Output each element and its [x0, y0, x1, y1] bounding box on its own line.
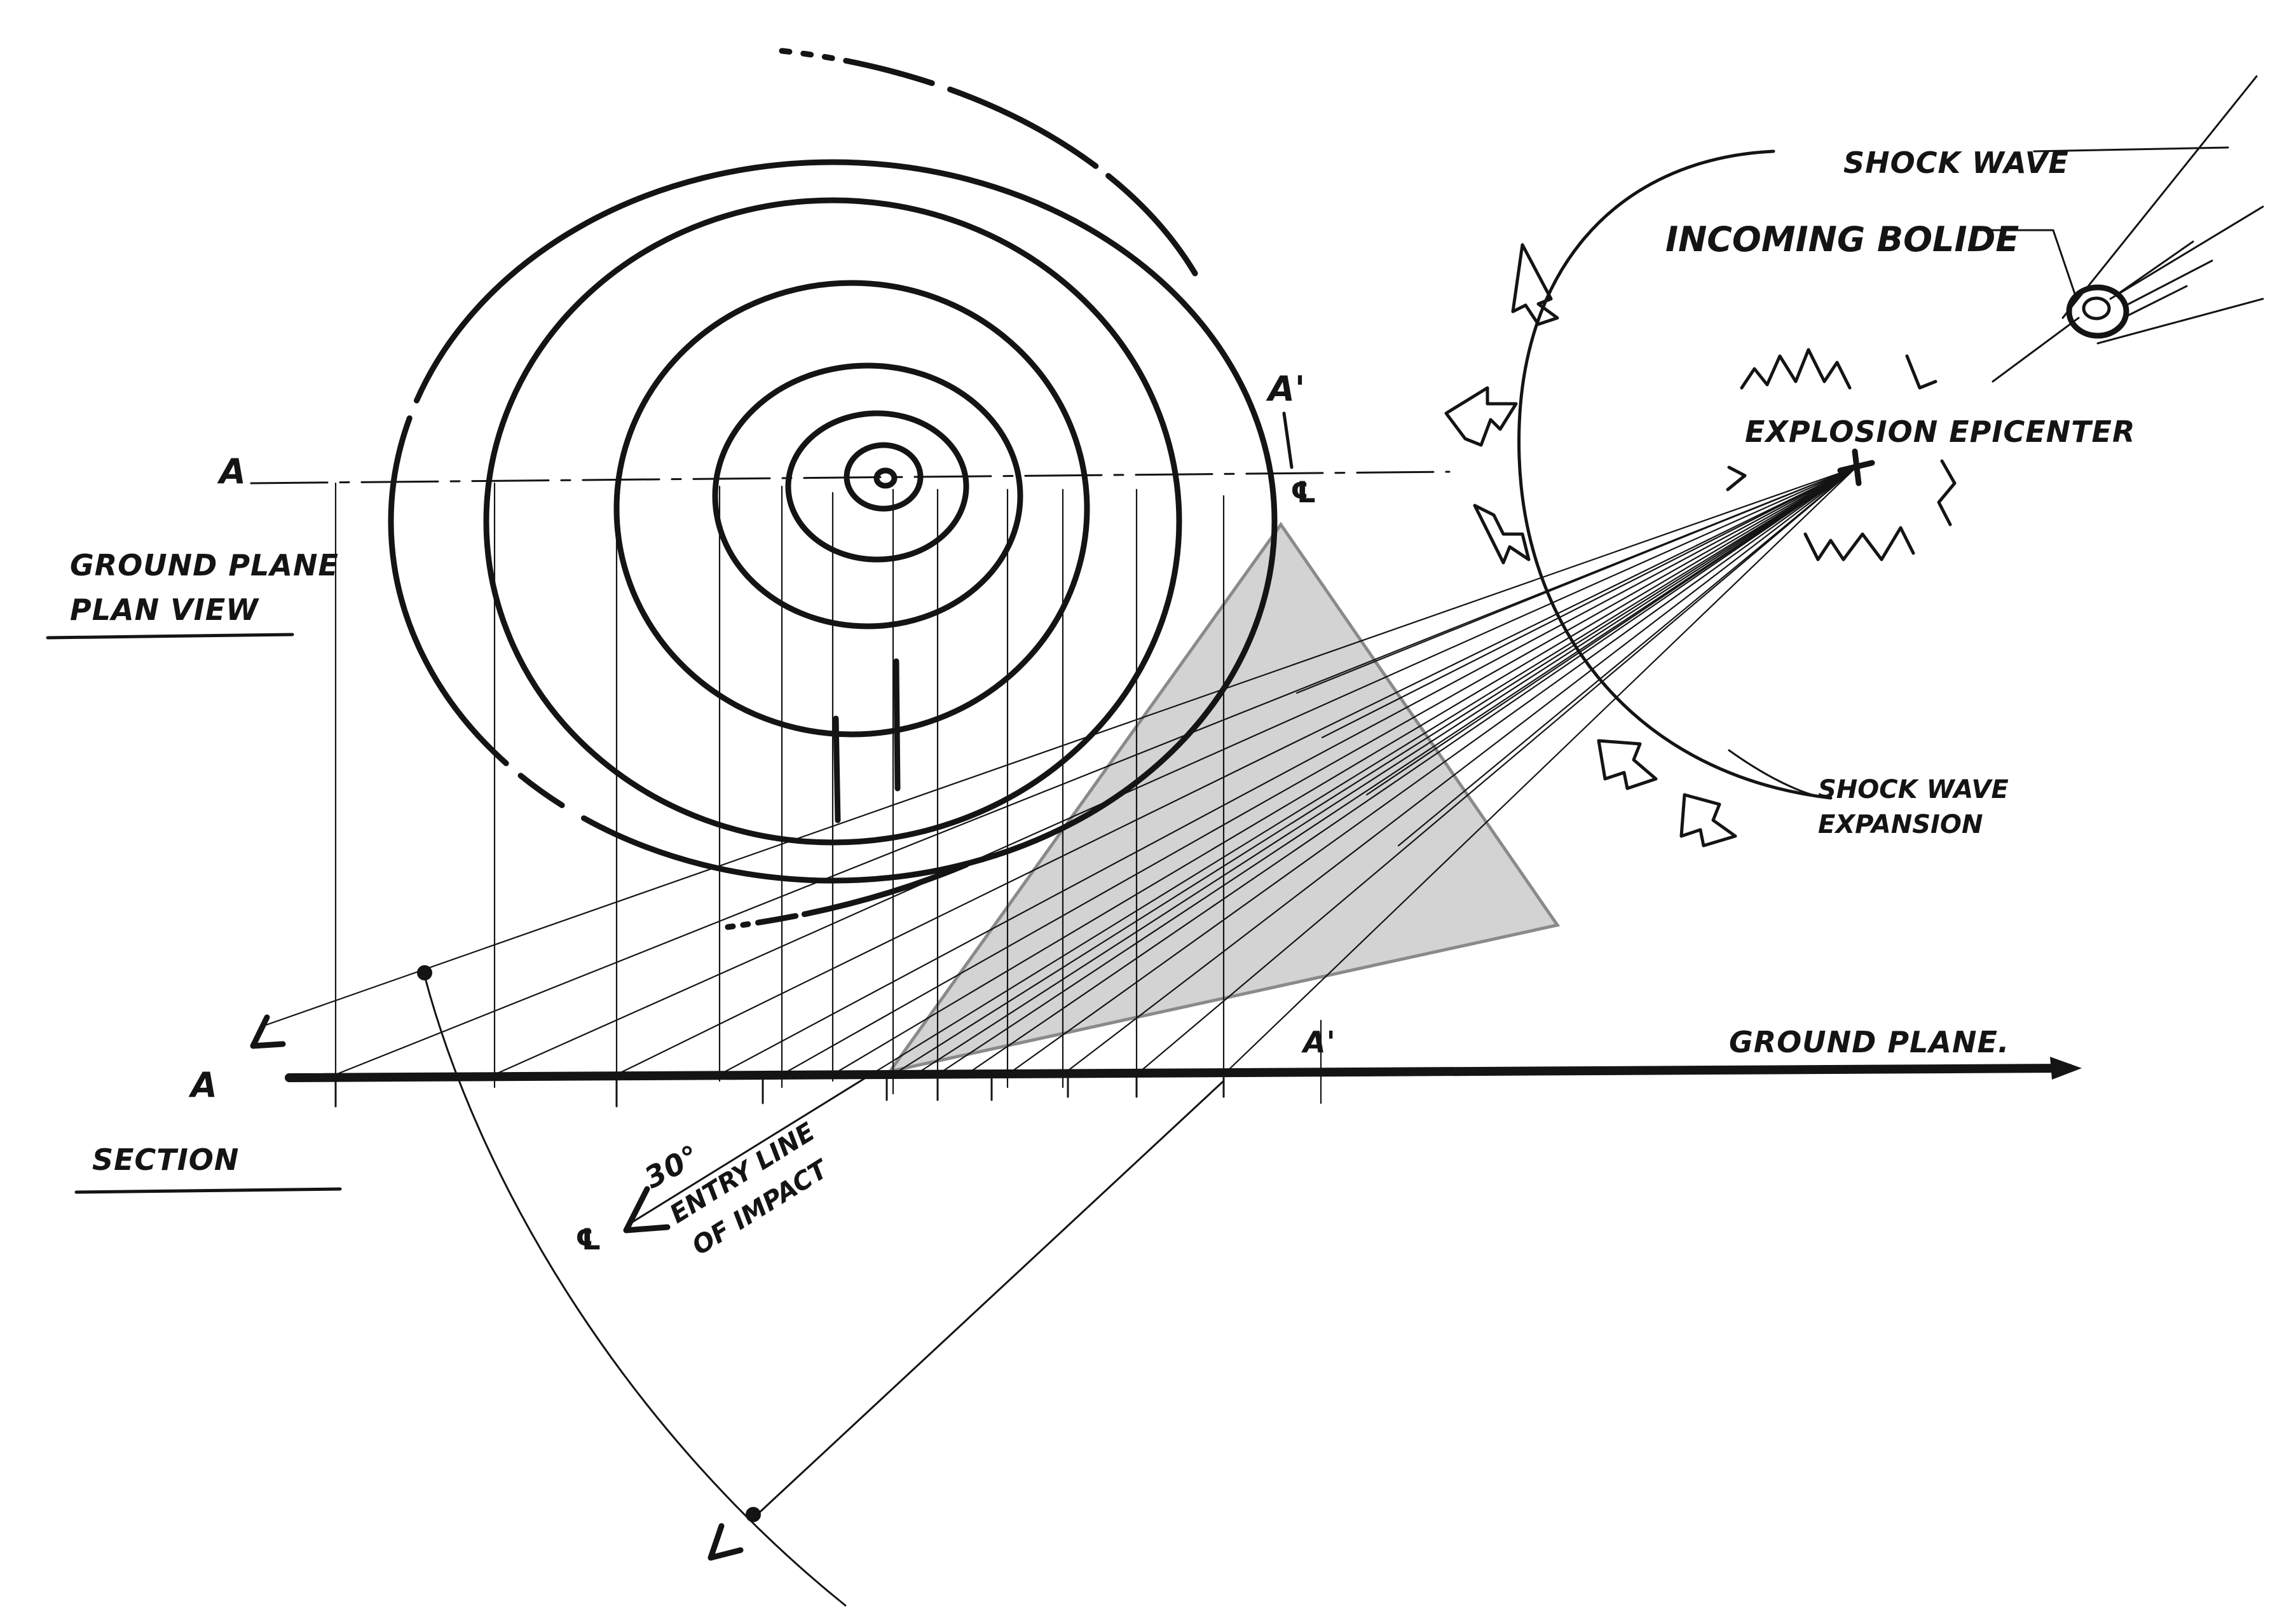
ring-outer-partial: [779, 48, 1198, 277]
shock-wave-leader: [2033, 146, 2229, 153]
expansion-arrow-5: [1679, 793, 1737, 848]
swing-arrow-bottom: [707, 1523, 744, 1561]
ground-plane-label: GROUND PLANE.: [1729, 1025, 2009, 1059]
marker-a-bottom: A: [188, 1065, 217, 1105]
entry-line: [628, 1073, 872, 1225]
burst-scribble-bottom: [1803, 526, 1915, 561]
shock-wave-expansion-label-2: EXPANSION: [1818, 810, 1983, 839]
swing-point-bottom: [746, 1507, 761, 1522]
expansion-arrow-4: [1597, 739, 1658, 790]
a-prime-tick-top: [1282, 411, 1294, 469]
centerline-symbol-bottom: ℄: [575, 1222, 602, 1256]
shock-cone-line-2: [2109, 205, 2264, 300]
shock-rays: [259, 466, 1857, 1076]
centerline-symbol-top: ℄: [1290, 475, 1317, 509]
ground-plane-plan-view-label-2: PLAN VIEW: [70, 593, 259, 627]
incoming-bolide-leader: [1976, 229, 2077, 297]
expansion-leader: [1728, 749, 1832, 799]
ground-ticks: [334, 1072, 1225, 1108]
plan-view-underline: [46, 633, 294, 640]
burst-scribble-top: [1740, 348, 1937, 390]
section-label: SECTION: [92, 1143, 239, 1177]
burst-scribble-left: [1726, 465, 1747, 491]
marker-a-prime-top: A': [1266, 369, 1305, 409]
expansion-arrow-1: [1511, 243, 1559, 326]
burst-scribble-right: [1937, 459, 1957, 526]
swing-arrow-top: [250, 1014, 286, 1049]
ring-3: [712, 362, 1023, 629]
swing-arc: [423, 975, 847, 1607]
incoming-bolide-label: INCOMING BOLIDE: [1665, 219, 2019, 259]
bolide-trajectory: [2061, 75, 2258, 319]
plan-centerline: [250, 471, 1451, 484]
impact-track: [725, 862, 969, 930]
marker-a-top: A: [217, 451, 246, 491]
entry-arrow: [623, 1186, 671, 1233]
explosion-epicenter-label: EXPLOSION EPICENTER: [1745, 415, 2135, 449]
bolide-streaks: [2119, 240, 2213, 319]
bolide-core: [2082, 296, 2111, 320]
expansion-arrows: [1444, 243, 1737, 848]
incoming-bolide: [1992, 75, 2264, 383]
ground-plane-line: [285, 1064, 2074, 1082]
entry-line-extension: [754, 1080, 1225, 1518]
swing-point-top: [417, 965, 432, 980]
projection-lines: [334, 482, 1322, 1104]
bolide-path-to-epicenter: [1992, 317, 2080, 383]
bolide-body: [2066, 284, 2129, 339]
expansion-arrow-2: [1444, 386, 1518, 447]
ground-plane-arrowhead: [2050, 1057, 2082, 1080]
ring-4: [613, 280, 1090, 738]
marker-a-prime-bottom: A': [1301, 1025, 1336, 1059]
shock-wave-label: SHOCK WAVE: [1843, 146, 2069, 180]
ring-2: [785, 410, 969, 563]
shock-wave-expansion-label-1: SHOCK WAVE: [1818, 775, 2009, 804]
section-underline: [74, 1187, 342, 1194]
explosion-epicenter: [1726, 348, 1957, 561]
ground-plane-plan-view-label-1: GROUND PLANE: [70, 548, 339, 582]
shock-wave-circle: [1517, 149, 1833, 800]
expansion-arrow-3: [1473, 504, 1531, 565]
shock-cone-line: [2096, 298, 2264, 345]
